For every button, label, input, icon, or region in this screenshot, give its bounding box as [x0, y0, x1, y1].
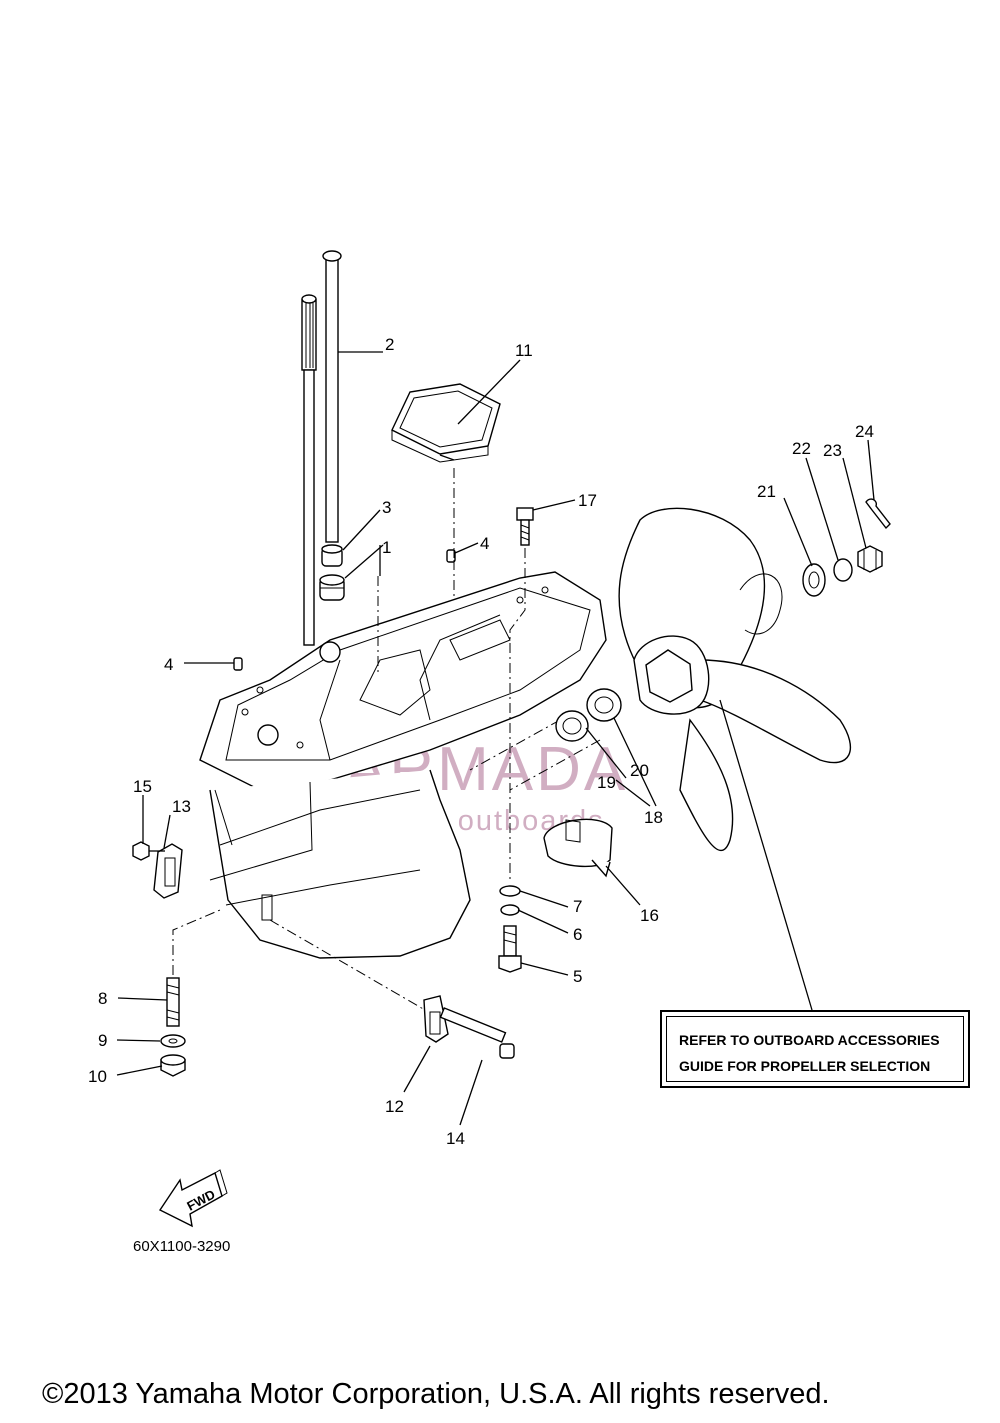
trim-tab — [423, 995, 449, 1043]
callout-22: 22 — [792, 439, 811, 458]
callout-14: 14 — [446, 1129, 465, 1148]
oil-seal — [319, 574, 345, 601]
dowel-pin — [446, 549, 456, 563]
callout-24: 24 — [855, 422, 874, 441]
cotter-pin — [865, 498, 891, 530]
bushing — [321, 544, 343, 567]
callout-17: 17 — [578, 491, 597, 510]
washer — [833, 558, 853, 582]
callout-4-left: 4 — [164, 655, 173, 674]
bolt — [498, 925, 522, 973]
assembly-guide-line — [269, 919, 426, 1011]
callout-7: 7 — [573, 897, 582, 916]
nut — [160, 1054, 186, 1077]
assembly-guide-line — [509, 548, 526, 880]
callout-13: 13 — [172, 797, 191, 816]
fwd-arrow-icon: FWD — [158, 1169, 228, 1228]
washer — [499, 885, 521, 897]
callout-3: 3 — [382, 498, 391, 517]
spacer — [802, 563, 826, 597]
callout-12: 12 — [385, 1097, 404, 1116]
callout-19: 19 — [597, 773, 616, 792]
callout-23: 23 — [823, 441, 842, 460]
assembly-guide-line — [377, 468, 455, 672]
anode-bolt — [132, 841, 165, 861]
callout-5: 5 — [573, 967, 582, 986]
drive-shaft — [322, 250, 342, 543]
callout-9: 9 — [98, 1031, 107, 1050]
propeller-note-box: REFER TO OUTBOARD ACCESSORIES GUIDE FOR … — [660, 1010, 970, 1088]
diagram-code: 60X1100-3290 — [133, 1238, 231, 1255]
callout-16: 16 — [640, 906, 659, 925]
seal — [586, 688, 622, 722]
trim-anode — [543, 818, 613, 878]
stud-bolt — [166, 977, 180, 1027]
leader-lines — [116, 351, 875, 1126]
seal — [555, 710, 589, 742]
dowel-pin — [233, 657, 243, 671]
callout-8: 8 — [98, 989, 107, 1008]
propeller — [618, 507, 851, 852]
bolt — [516, 507, 534, 546]
anode — [153, 843, 183, 899]
callout-1: 1 — [382, 538, 391, 557]
callout-18: 18 — [644, 808, 663, 827]
washer — [160, 1034, 186, 1048]
callouts: 1 2 3 4 4 5 6 7 8 9 10 11 12 13 14 15 16… — [88, 335, 874, 1148]
lower-casing — [199, 571, 607, 959]
copyright-notice: ©2013 Yamaha Motor Corporation, U.S.A. A… — [42, 1378, 830, 1410]
callout-2: 2 — [385, 335, 394, 354]
callout-4-right: 4 — [480, 534, 489, 553]
note-line-2: GUIDE FOR PROPELLER SELECTION — [679, 1058, 931, 1074]
shift-rod — [301, 294, 317, 646]
callout-10: 10 — [88, 1067, 107, 1086]
callout-20: 20 — [630, 761, 649, 780]
assembly-guide-line — [172, 909, 221, 975]
callout-11: 11 — [515, 341, 533, 360]
assembly-guide-line — [469, 719, 601, 791]
spring-washer — [500, 904, 520, 916]
callout-15: 15 — [133, 777, 152, 796]
note-line-1: REFER TO OUTBOARD ACCESSORIES — [679, 1032, 940, 1048]
callout-21: 21 — [757, 482, 776, 501]
trim-tab-bolt — [439, 1007, 515, 1059]
castle-nut — [857, 545, 883, 573]
gasket — [391, 383, 501, 463]
callout-6: 6 — [573, 925, 582, 944]
